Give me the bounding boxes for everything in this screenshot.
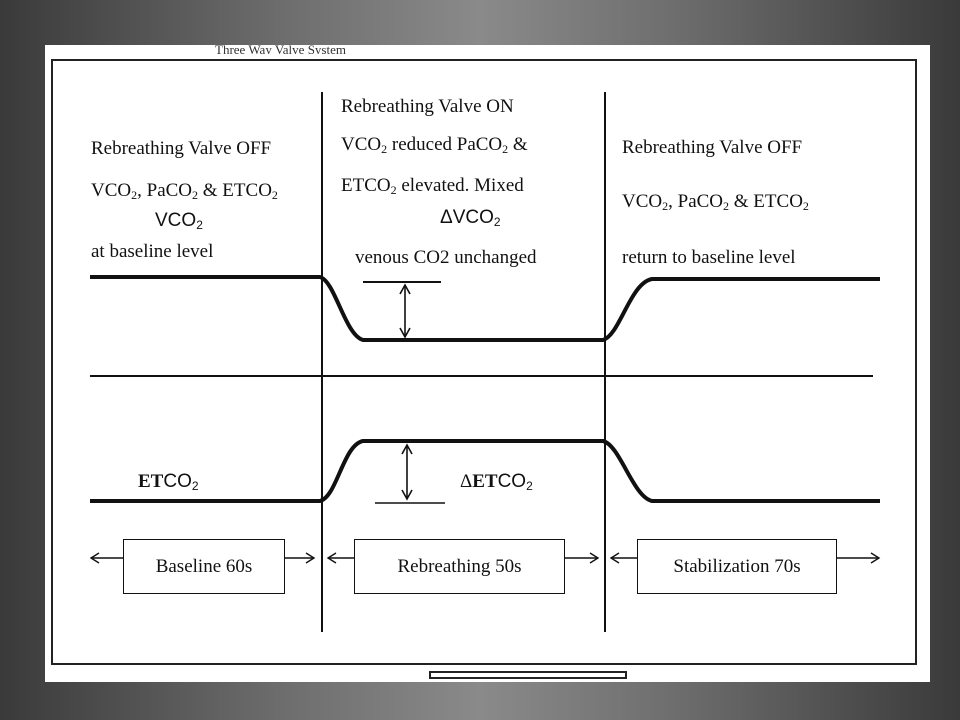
timeline-arrow-2-left-head xyxy=(326,552,337,564)
phase-2-line-1: Rebreathing Valve ON xyxy=(341,96,514,117)
phase-2-line-4: ΔVCO2 xyxy=(440,207,501,229)
timeline-box-rebreathing: Rebreathing 50s xyxy=(354,539,565,594)
phase-2-line-5: venous CO2 unchanged xyxy=(355,247,537,268)
phase-2-line-2: VCO2 reduced PaCO2 & xyxy=(341,134,528,156)
phase-3-line-1: Rebreathing Valve OFF xyxy=(622,137,803,158)
delta-etco2-label: ΔETCO2 xyxy=(460,471,533,493)
timeline-box-stabilization: Stabilization 70s xyxy=(637,539,837,594)
phase-3-line-2: VCO2, PaCO2 & ETCO2 xyxy=(622,191,809,213)
delta-etco2-arrow-head-bottom xyxy=(401,489,413,501)
phase-1-line-4: at baseline level xyxy=(91,241,214,262)
timeline-arrow-3-right-head xyxy=(870,552,881,564)
timeline-arrow-3-left-head xyxy=(609,552,620,564)
frame-bottom-tab xyxy=(429,671,627,679)
timeline-arrow-2-right-head xyxy=(589,552,600,564)
clipped-header-text: Three Way Valve System xyxy=(215,42,346,54)
diagram-svg xyxy=(89,92,881,632)
vco2-trace xyxy=(90,275,880,342)
phase-1-line-2: VCO2, PaCO2 & ETCO2 xyxy=(91,180,278,202)
delta-vco2-arrow-head-top xyxy=(399,283,411,295)
delta-etco2-arrow-head-top xyxy=(401,443,413,455)
phase-1-line-1: Rebreathing Valve OFF xyxy=(91,138,272,159)
slide: Three Way Valve System xyxy=(45,42,930,682)
etco2-trace xyxy=(90,439,880,503)
delta-vco2-arrow-head-bottom xyxy=(399,327,411,339)
phase-1-line-3: VCO2 xyxy=(155,210,203,232)
phase-2-line-3: ETCO2 elevated. Mixed xyxy=(341,175,524,197)
timeline-box-baseline: Baseline 60s xyxy=(123,539,285,594)
timeline-arrow-1-left-head xyxy=(89,552,100,564)
phase-3-line-3: return to baseline level xyxy=(622,247,796,268)
etco2-label: ETCO2 xyxy=(138,471,199,493)
timeline-arrow-1-right-head xyxy=(305,552,316,564)
diagram-frame xyxy=(51,59,917,665)
